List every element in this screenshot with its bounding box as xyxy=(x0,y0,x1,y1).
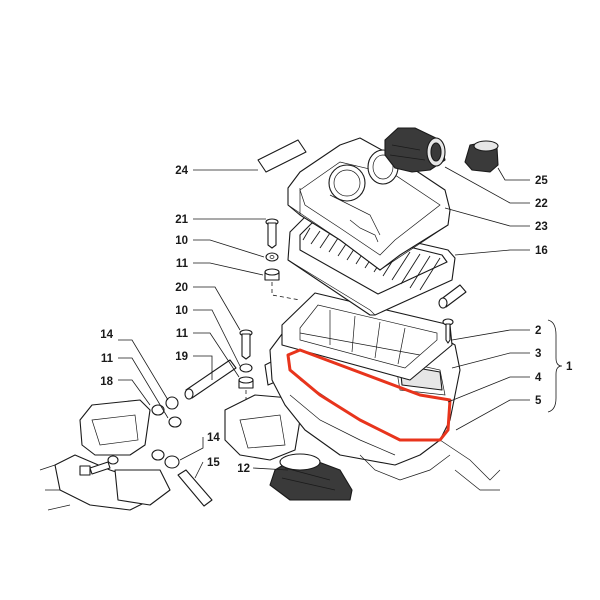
callout-23: 23 xyxy=(535,221,548,233)
callout-11a: 11 xyxy=(176,258,189,270)
gasket-4 xyxy=(286,348,452,442)
callout-11b: 11 xyxy=(176,328,189,340)
callout-10b: 10 xyxy=(175,305,188,317)
breather-fitting xyxy=(438,284,467,309)
hose-15 xyxy=(177,469,213,507)
callout-14b: 14 xyxy=(207,432,220,444)
callout-11c: 11 xyxy=(101,353,114,365)
lower-left-bracket-assembly xyxy=(39,399,171,511)
bolt-21 xyxy=(265,218,279,249)
callout-16: 16 xyxy=(535,245,548,257)
callout-12: 12 xyxy=(237,463,250,475)
callout-14a: 14 xyxy=(100,329,113,341)
callout-25: 25 xyxy=(535,175,548,187)
leader-lines xyxy=(118,166,530,479)
callout-1: 1 xyxy=(566,361,573,373)
callout-5: 5 xyxy=(535,395,542,407)
bolt-lower-left xyxy=(79,461,111,476)
intake-duct-12 xyxy=(269,453,353,501)
filter-frame-3 xyxy=(281,292,453,381)
washer-10a xyxy=(265,252,279,262)
group-bracket-1 xyxy=(547,319,563,413)
grommet-11c-parts xyxy=(151,396,182,469)
callout-20: 20 xyxy=(175,282,188,294)
grommet-11a xyxy=(264,268,280,281)
assembly-dashed-lines xyxy=(245,282,301,400)
callout-labels: 24 21 10 11 20 10 11 19 14 11 18 14 15 1… xyxy=(100,165,573,475)
washer-10b xyxy=(239,363,253,373)
screw-2 xyxy=(442,318,454,344)
callout-3: 3 xyxy=(535,348,541,360)
callout-22: 22 xyxy=(535,198,548,210)
callout-15: 15 xyxy=(207,457,220,469)
cap-25 xyxy=(464,140,499,173)
label-plate-24 xyxy=(257,139,307,173)
callout-24: 24 xyxy=(175,165,188,177)
intake-boot-22 xyxy=(384,127,446,173)
grommet-11b xyxy=(238,376,254,389)
callout-19: 19 xyxy=(175,351,188,363)
callout-10a: 10 xyxy=(175,235,188,247)
callout-21: 21 xyxy=(175,214,188,226)
callout-18: 18 xyxy=(100,376,113,388)
callout-4: 4 xyxy=(535,372,542,384)
bolt-20 xyxy=(239,329,253,360)
callout-2: 2 xyxy=(535,325,541,337)
hose-19 xyxy=(184,359,237,400)
